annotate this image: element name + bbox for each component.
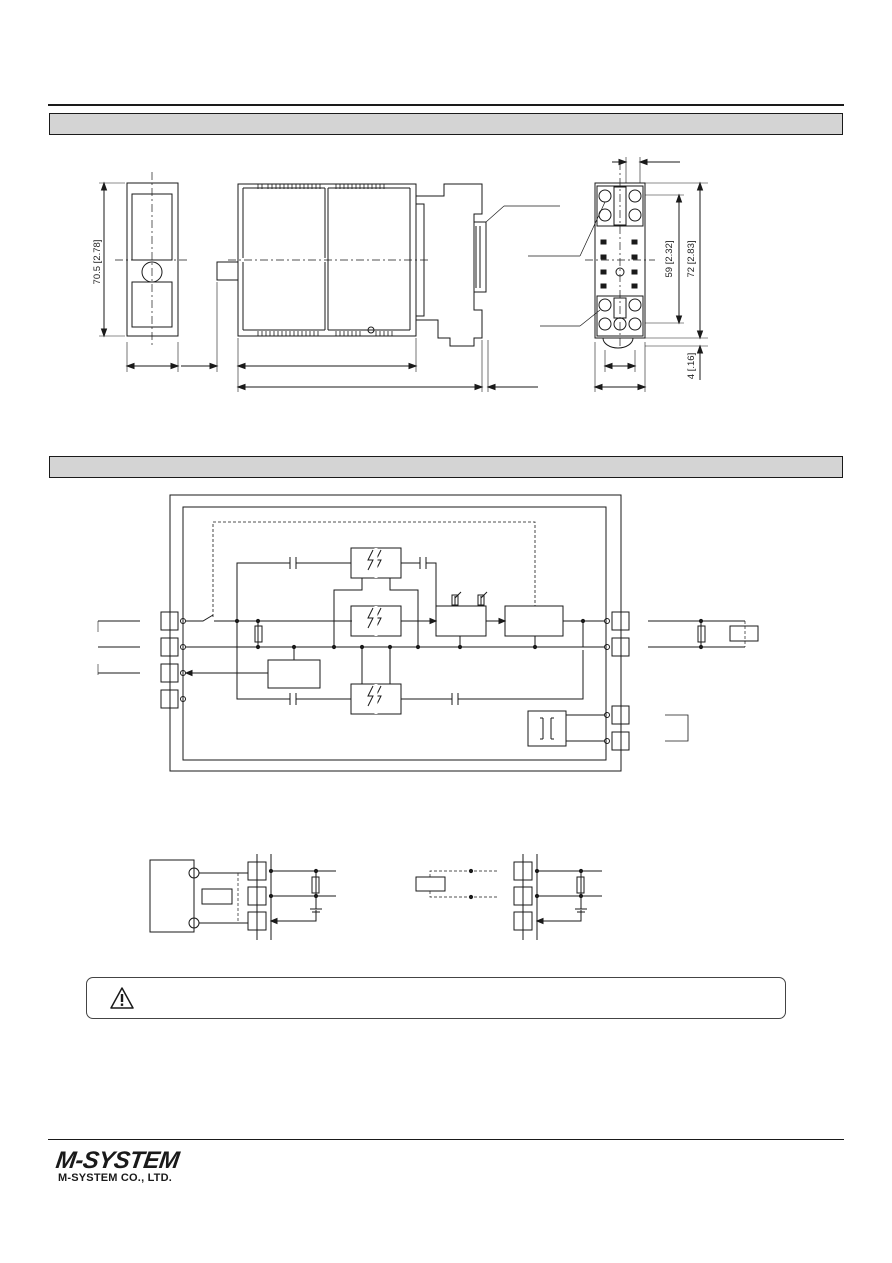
warning-note-box: [86, 977, 786, 1019]
company-name: M-SYSTEM CO., LTD.: [58, 1172, 173, 1184]
height-dimension-label: 70.5 [2.78]: [92, 240, 103, 285]
side-view: [181, 183, 560, 392]
bottom-offset-label: 4 [.16]: [686, 353, 697, 379]
warning-triangle-icon: [110, 987, 134, 1009]
connection-example-right: [415, 854, 602, 940]
footer-rule: [48, 1139, 844, 1140]
schematic-section-bar: [49, 456, 843, 478]
connection-example-left: [149, 854, 336, 940]
company-logo: M-SYSTEM M-SYSTEM CO., LTD.: [54, 1147, 196, 1190]
logo-wordmark: M-SYSTEM: [54, 1147, 181, 1174]
socket-top-view: [528, 157, 708, 392]
header-rule: [48, 104, 844, 106]
schematic-diagram: [97, 494, 759, 772]
front-view: [99, 172, 190, 372]
socket-height-label: 72 [2.83]: [686, 241, 697, 278]
dimensions-section-bar: [49, 113, 843, 135]
mount-spacing-label: 59 [2.32]: [664, 241, 675, 278]
